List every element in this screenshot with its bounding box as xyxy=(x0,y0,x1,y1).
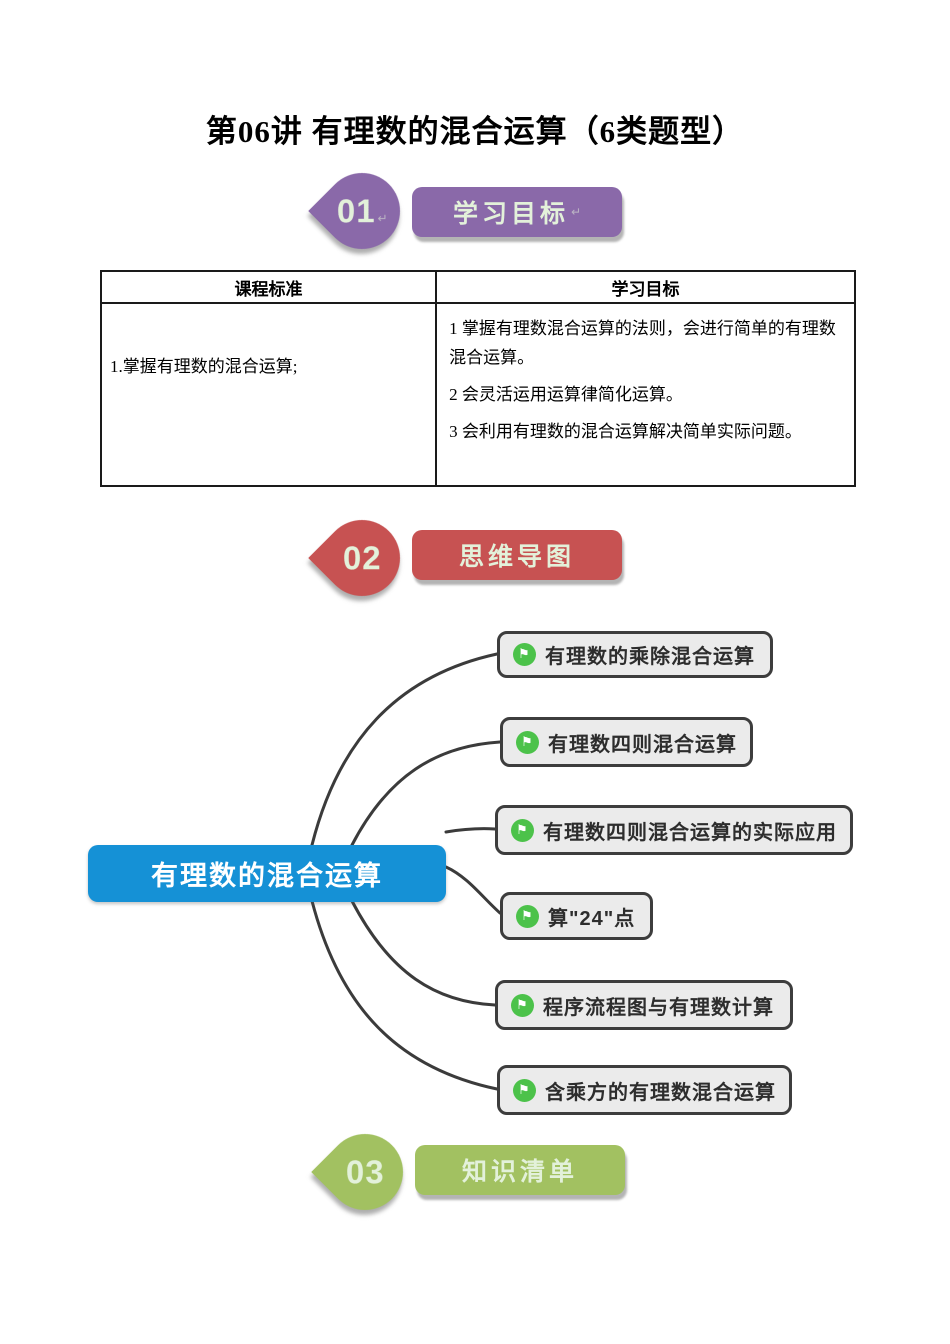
section-title-knowledge-list: 知识清单 xyxy=(415,1145,625,1195)
cell-curriculum-standard: 1.掌握有理数的混合运算; xyxy=(99,302,438,487)
flag-icon: ⚑ xyxy=(513,1078,536,1102)
mindmap-branch-flowchart: ⚑ 程序流程图与有理数计算 xyxy=(495,980,793,1030)
mindmap-branch-four-operations: ⚑ 有理数四则混合运算 xyxy=(500,717,753,767)
learning-goals-table: 课程标准 学习目标 1.掌握有理数的混合运算; 1 掌握有理数混合运算的法则，会… xyxy=(99,270,856,487)
flag-icon: ⚑ xyxy=(511,993,534,1017)
section-title-learning-goals: 学习目标↵ xyxy=(412,187,622,237)
flag-icon: ⚑ xyxy=(516,904,539,928)
branch-label: 含乘方的有理数混合运算 xyxy=(545,1081,776,1104)
branch-label: 算"24"点 xyxy=(548,907,636,930)
flag-icon: ⚑ xyxy=(516,730,539,754)
section-title-text: 学习目标 xyxy=(452,200,569,228)
connector-branch-3 xyxy=(444,827,497,834)
connector-branch-6 xyxy=(310,899,499,1091)
goal-item: 3 会利用有理数的混合运算解决简单实际问题。 xyxy=(449,422,802,441)
connector-branch-4 xyxy=(444,865,502,915)
table-header-row: 课程标准 学习目标 xyxy=(99,270,856,304)
header-curriculum-standard: 课程标准 xyxy=(99,270,438,304)
connector-branch-2 xyxy=(350,740,502,847)
branch-label: 有理数四则混合运算 xyxy=(548,733,737,756)
mindmap-branch-powers: ⚑ 含乘方的有理数混合运算 xyxy=(497,1065,792,1115)
page-title: 第06讲 有理数的混合运算（6类题型） xyxy=(205,114,745,149)
mindmap-root-node: 有理数的混合运算 xyxy=(88,845,446,902)
flag-icon: ⚑ xyxy=(513,643,536,666)
branch-label: 有理数四则混合运算的实际应用 xyxy=(543,821,837,844)
header-learning-goal: 学习目标 xyxy=(435,270,856,304)
mindmap-branch-multiply-divide: ⚑ 有理数的乘除混合运算 xyxy=(497,631,773,678)
paragraph-mark-icon: ↵ xyxy=(570,205,582,219)
flag-icon: ⚑ xyxy=(511,818,534,842)
section-title-mind-map: 思维导图 xyxy=(412,530,622,580)
connector-branch-5 xyxy=(350,899,497,1007)
branch-label: 有理数的乘除混合运算 xyxy=(545,646,755,668)
mindmap-branch-24-game: ⚑ 算"24"点 xyxy=(500,892,653,940)
cell-learning-goals: 1 掌握有理数混合运算的法则，会进行简单的有理数混合运算。 2 会灵活运用运算律… xyxy=(435,302,856,487)
mindmap-branch-practical-application: ⚑ 有理数四则混合运算的实际应用 xyxy=(495,805,853,855)
branch-label: 程序流程图与有理数计算 xyxy=(543,996,774,1019)
table-row: 1.掌握有理数的混合运算; 1 掌握有理数混合运算的法则，会进行简单的有理数混合… xyxy=(99,302,856,487)
section-title-text: 知识清单 xyxy=(461,1158,578,1186)
connector-branch-1 xyxy=(310,652,499,847)
goal-item: 1 掌握有理数混合运算的法则，会进行简单的有理数混合运算。 xyxy=(449,319,836,367)
section-title-text: 思维导图 xyxy=(458,543,575,571)
goal-item: 2 会灵活运用运算律简化运算。 xyxy=(449,385,683,404)
